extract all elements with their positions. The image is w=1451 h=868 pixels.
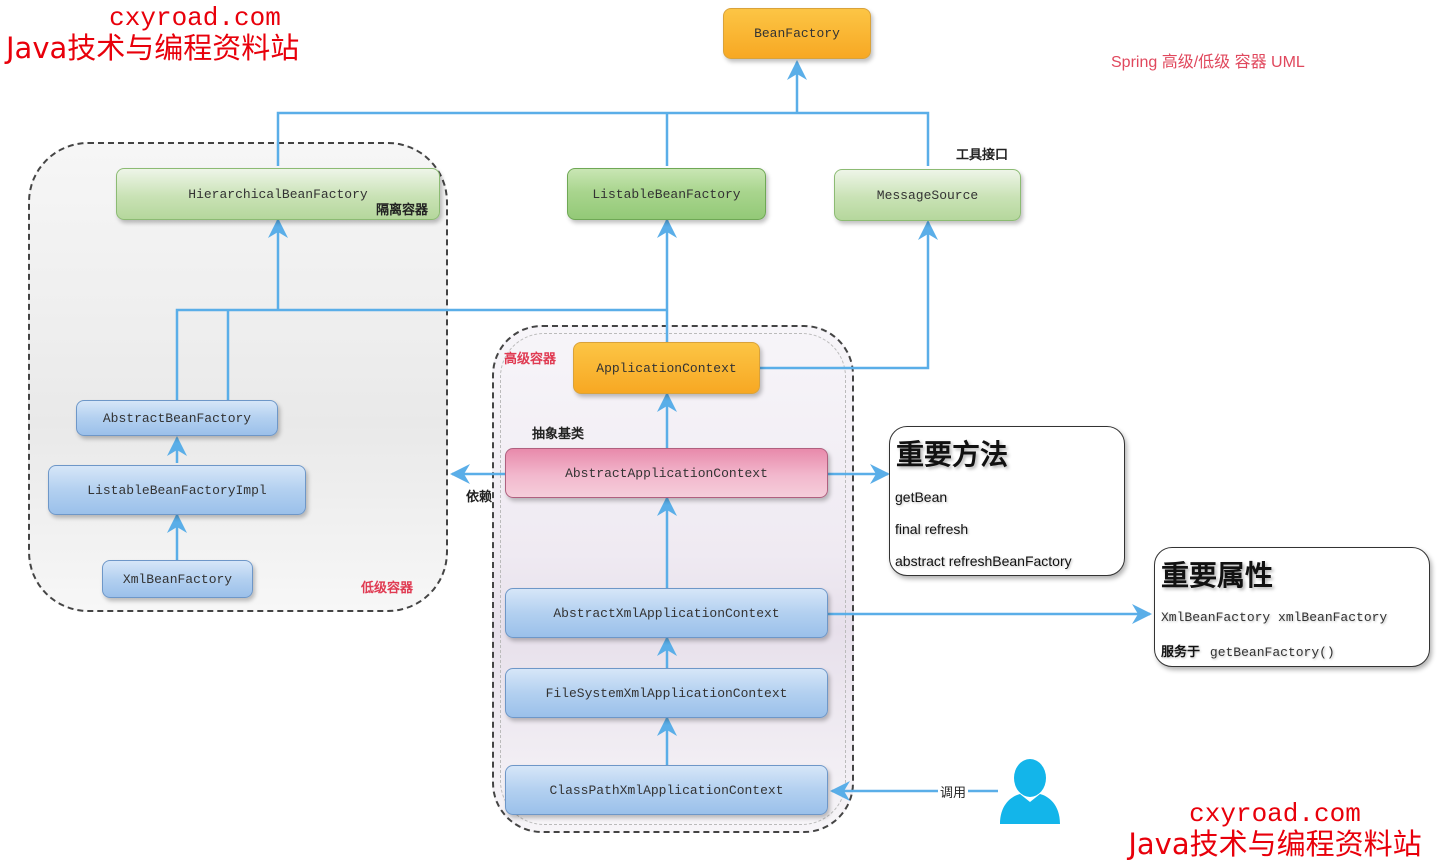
low-level-container xyxy=(28,142,448,612)
annotation-isolation-container: 隔离容器 xyxy=(376,203,429,218)
watermark-bottom-right: cxyroad.com Java技术与编程资料站 xyxy=(1100,800,1450,860)
wire-bus-top xyxy=(276,111,930,166)
method-item: abstract refreshBeanFactory xyxy=(895,553,1072,569)
method-item: getBean xyxy=(895,489,948,505)
important-methods-box: 重要方法 getBean final refresh abstract refr… xyxy=(889,426,1125,576)
node-label: HierarchicalBeanFactory xyxy=(188,186,368,202)
annotation-depends: 依赖 xyxy=(466,490,493,505)
high-level-container-inner-border xyxy=(500,333,846,825)
property-field: XmlBeanFactory xmlBeanFactory xyxy=(1161,610,1388,625)
property-serves: 服务于 getBeanFactory() xyxy=(1161,641,1335,660)
watermark-url: cxyroad.com xyxy=(109,3,281,33)
node-abstract-application-context[interactable]: AbstractApplicationContext xyxy=(505,448,828,498)
wire-abf-left xyxy=(175,308,667,400)
method-item: final refresh xyxy=(895,521,969,537)
node-hierarchical-bean-factory[interactable]: HierarchicalBeanFactory xyxy=(116,168,440,220)
annotation-tool-interface: 工具接口 xyxy=(956,148,1009,163)
node-listable-bean-factory-impl[interactable]: ListableBeanFactoryImpl xyxy=(48,465,306,515)
watermark-url: cxyroad.com xyxy=(1189,799,1361,829)
important-methods-title: 重要方法 xyxy=(896,438,1009,471)
annotation-abstract-base-class: 抽象基类 xyxy=(532,427,585,442)
label-high-level-container: 高级容器 xyxy=(504,352,557,367)
annotation-invoke: 调用 xyxy=(938,782,969,801)
node-class-path-xml-application-context[interactable]: ClassPathXmlApplicationContext xyxy=(505,765,828,815)
node-bean-factory[interactable]: BeanFactory xyxy=(723,8,871,59)
label-low-level-container: 低级容器 xyxy=(361,581,414,596)
diagram-title: Spring 高级/低级 容器 UML xyxy=(1111,54,1305,71)
important-properties-box: 重要属性 XmlBeanFactory xmlBeanFactory 服务于 g… xyxy=(1154,547,1430,667)
node-abstract-bean-factory[interactable]: AbstractBeanFactory xyxy=(76,400,278,436)
property-serves-method: getBeanFactory() xyxy=(1209,645,1335,660)
node-message-source[interactable]: MessageSource xyxy=(834,169,1021,221)
important-properties-title: 重要属性 xyxy=(1161,559,1274,592)
watermark-top-left: cxyroad.com Java技术与编程资料站 xyxy=(6,3,370,64)
node-application-context[interactable]: ApplicationContext xyxy=(573,342,760,394)
node-listable-bean-factory[interactable]: ListableBeanFactory xyxy=(567,168,766,220)
user-icon xyxy=(1000,759,1060,824)
node-file-system-xml-application-context[interactable]: FileSystemXmlApplicationContext xyxy=(505,668,828,718)
property-serves-prefix: 服务于 xyxy=(1161,644,1201,659)
node-abstract-xml-application-context[interactable]: AbstractXmlApplicationContext xyxy=(505,588,828,638)
watermark-site: Java技术与编程资料站 xyxy=(6,30,300,65)
wire-to-messagesource xyxy=(760,220,938,370)
watermark-site: Java技术与编程资料站 xyxy=(1128,826,1422,861)
node-xml-bean-factory[interactable]: XmlBeanFactory xyxy=(102,560,253,598)
